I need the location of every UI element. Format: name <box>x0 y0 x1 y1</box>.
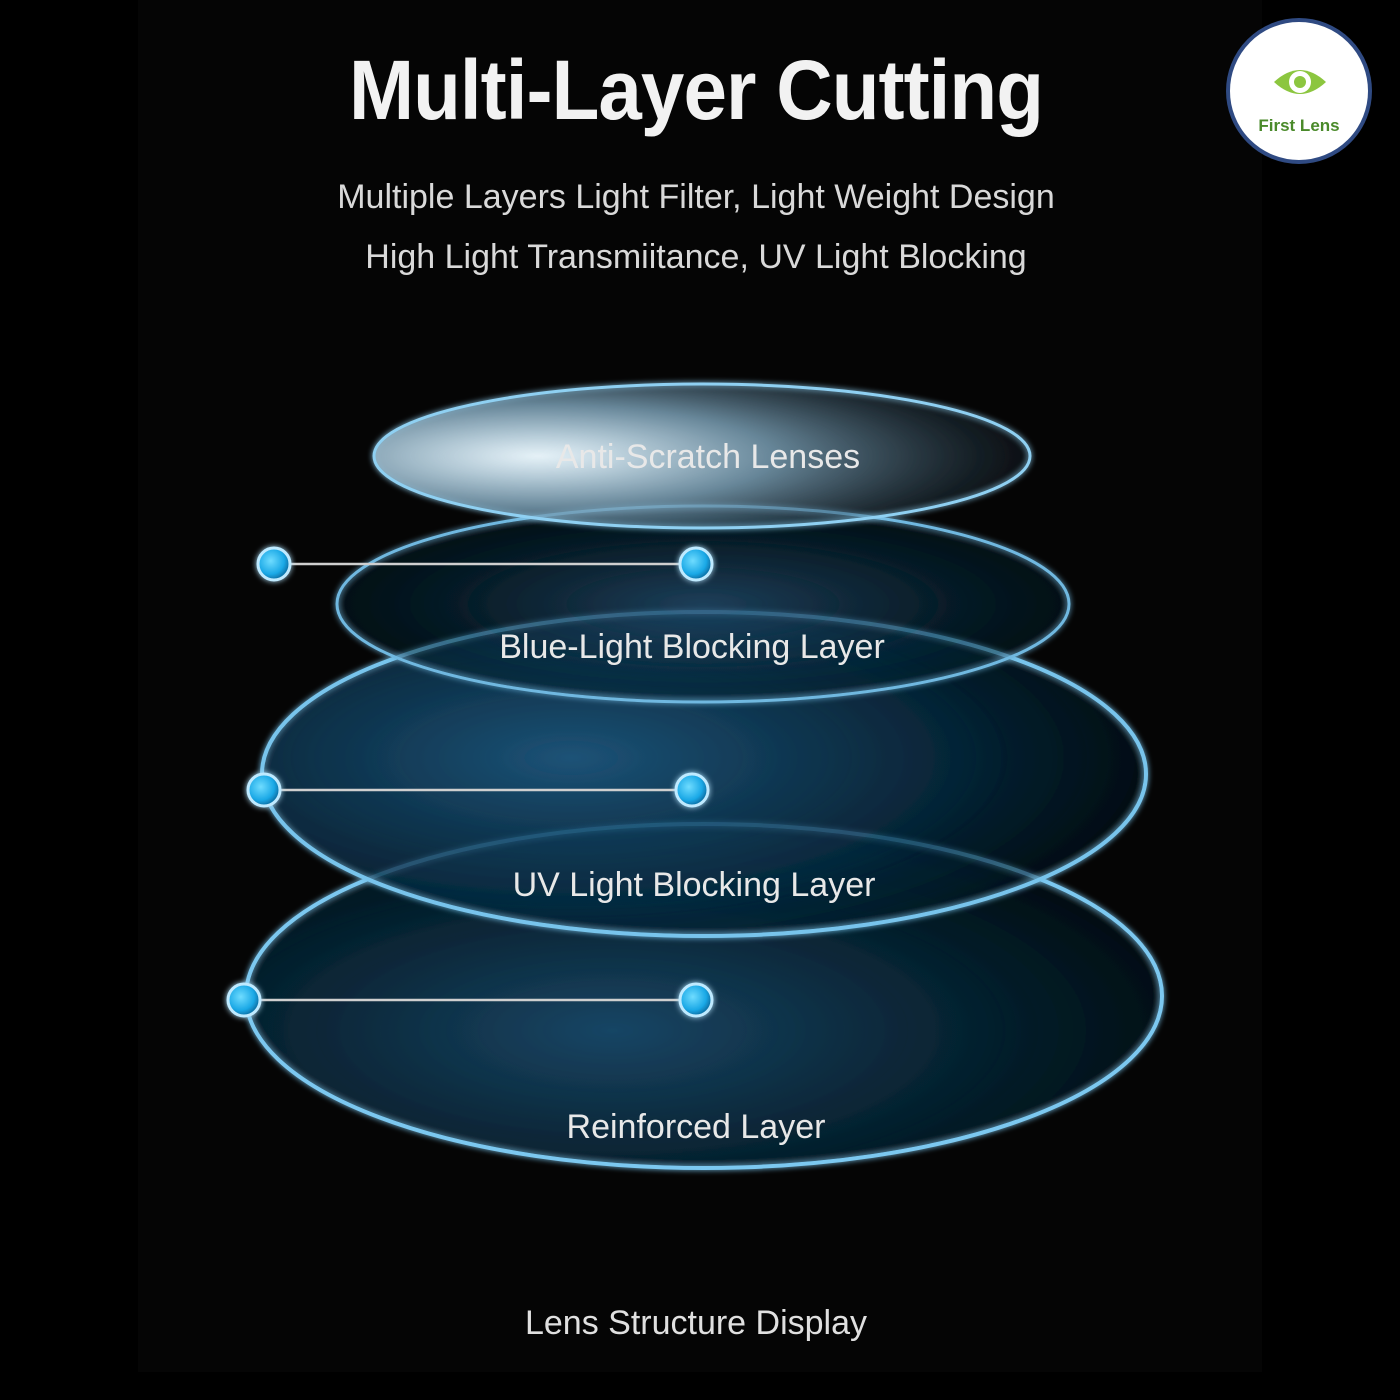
page-title: Multi-Layer Cutting <box>348 43 1044 137</box>
node-dot <box>674 772 710 808</box>
logo-text: First Lens <box>1258 116 1340 135</box>
uv-light-label: UV Light Blocking Layer <box>513 866 876 904</box>
node-dot <box>226 982 262 1018</box>
anti-scratch-label: Anti-Scratch Lenses <box>556 438 860 476</box>
reinforced-label: Reinforced Layer <box>567 1108 826 1146</box>
blue-light-layer-ring <box>335 504 1071 704</box>
anti-scratch-layer-ring <box>372 382 1032 530</box>
blue-light-label: Blue-Light Blocking Layer <box>499 628 885 666</box>
eye-icon <box>1274 70 1326 94</box>
node-dot <box>678 546 714 582</box>
node-dot <box>246 772 282 808</box>
first-lens-logo: First Lens <box>1226 18 1372 164</box>
subtitle-line-1: Multiple Layers Light Filter, Light Weig… <box>337 178 1055 216</box>
subtitle-line-2: High Light Transmiitance, UV Light Block… <box>365 238 1027 276</box>
node-dot <box>256 546 292 582</box>
footer-caption: Lens Structure Display <box>524 1304 868 1342</box>
node-dot <box>678 982 714 1018</box>
connector-nodes <box>226 546 714 1018</box>
